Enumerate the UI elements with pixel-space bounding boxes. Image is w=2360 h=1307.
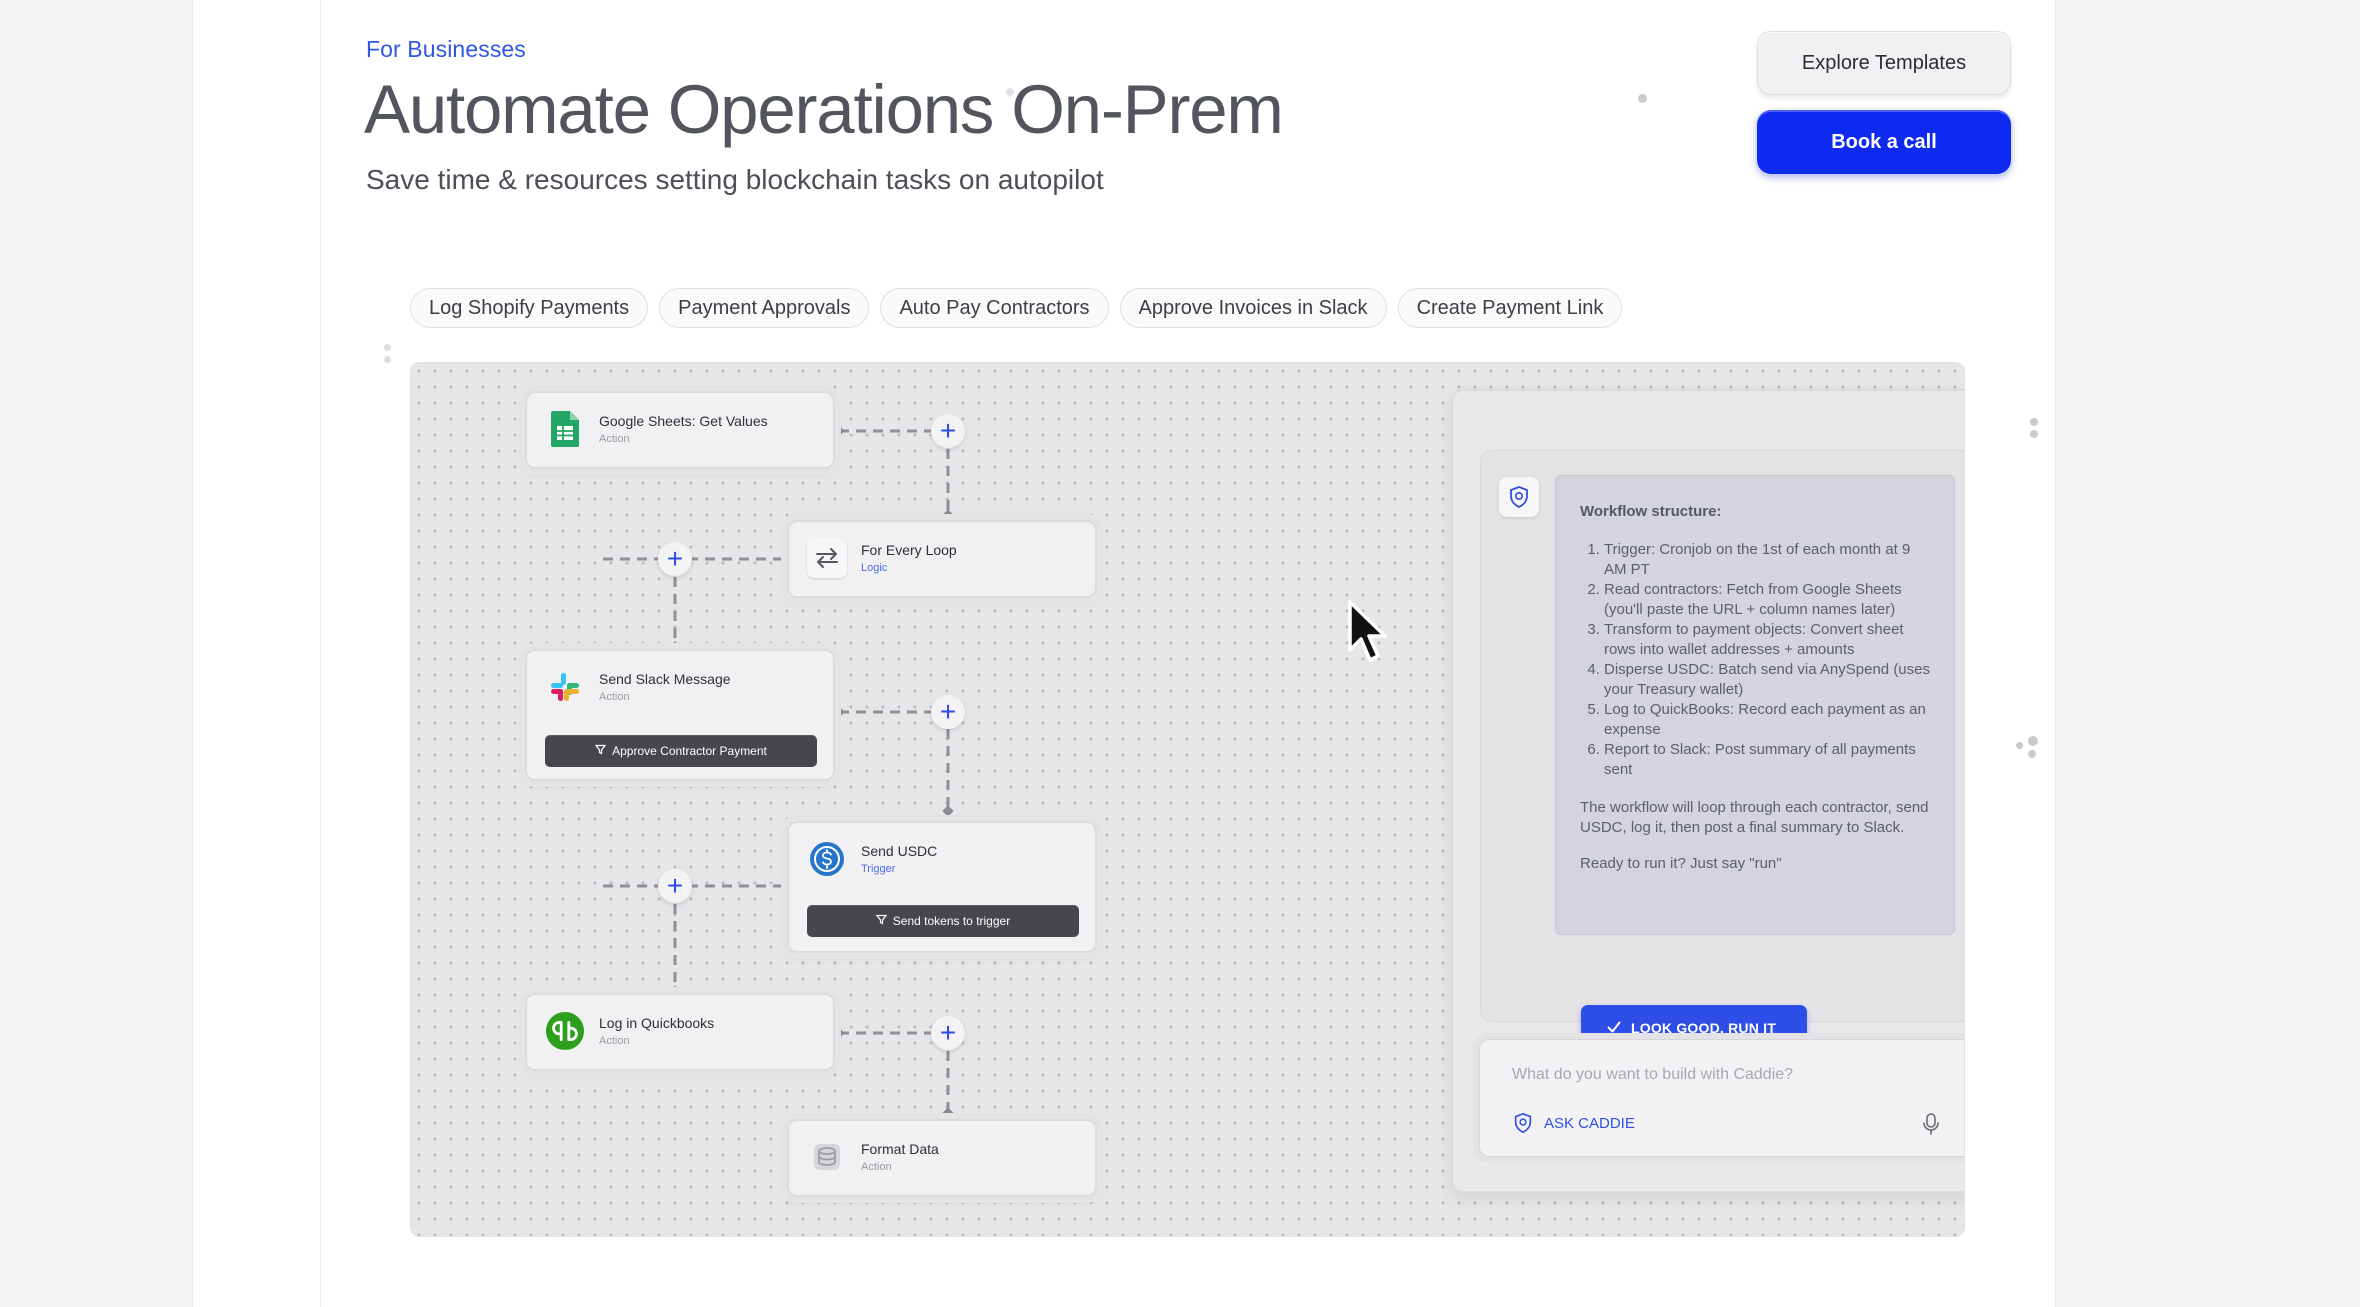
add-step-button[interactable]: + [931,1016,965,1050]
list-item: Trigger: Cronjob on the 1st of each mont… [1604,540,1930,580]
workflow-steps-list: Trigger: Cronjob on the 1st of each mont… [1580,540,1930,780]
workflow-connectors [603,425,954,1119]
decor-dot [2030,418,2038,426]
decor-dot [384,344,391,351]
node-title: Format Data [861,1141,939,1157]
send-tokens-to-trigger-button[interactable]: Send tokens to trigger [807,905,1079,937]
node-format-data[interactable]: Format Data Action [787,1119,1097,1197]
list-item: Report to Slack: Post summary of all pay… [1604,740,1930,780]
check-icon [1607,1020,1621,1036]
node-type: Action [599,1035,630,1047]
microphone-icon[interactable] [1920,1112,1942,1136]
ask-caddie-label: ASK CADDIE [1544,1114,1635,1132]
mouse-cursor-icon [1348,600,1387,662]
page-subtitle: Save time & resources setting blockchain… [366,164,1104,195]
caddie-prompt-input[interactable]: What do you want to build with Caddie? A… [1479,1039,1964,1157]
caddie-chat-panel: Workflow structure: Trigger: Cronjob on … [1451,389,1964,1193]
decor-dot [2028,750,2036,758]
node-type: Action [861,1161,892,1173]
tab-create-payment-link[interactable]: Create Payment Link [1397,288,1623,328]
chat-message: Workflow structure: Trigger: Cronjob on … [1481,451,1964,1051]
add-step-button[interactable]: + [658,869,692,903]
list-item: Read contractors: Fetch from Google Shee… [1604,580,1930,620]
list-item: Transform to payment objects: Convert sh… [1604,620,1930,660]
decor-dot [384,356,391,363]
page-inner-frame [320,0,2056,1307]
node-send-usdc[interactable]: Send USDC Trigger Send tokens to trigger [787,821,1097,953]
list-item: Disperse USDC: Batch send via AnySpend (… [1604,660,1930,700]
node-title: Google Sheets: Get Values [599,413,768,429]
node-title: For Every Loop [861,542,957,558]
eyebrow-label: For Businesses [366,36,526,62]
slack-icon [545,667,585,707]
run-button-label: LOOK GOOD, RUN IT [1631,1020,1776,1036]
decor-dot [1638,94,1647,103]
add-step-button[interactable]: + [931,414,965,448]
chat-prompt: Ready to run it? Just say "run" [1580,855,1782,872]
node-action-label: Approve Contractor Payment [612,744,767,758]
chat-heading: Workflow structure: [1580,503,1722,520]
chat-bubble: Workflow structure: Trigger: Cronjob on … [1555,475,1955,935]
node-title: Send Slack Message [599,671,731,687]
loop-arrows-icon [807,538,847,578]
explore-templates-button[interactable]: Explore Templates [1757,31,2011,95]
filter-icon [875,914,888,928]
filter-icon [594,744,607,758]
node-type: Trigger [861,863,896,875]
node-type: Action [599,433,630,445]
node-for-every-loop[interactable]: For Every Loop Logic [787,520,1097,598]
approve-contractor-payment-button[interactable]: Approve Contractor Payment [545,735,817,767]
decor-dot [2028,736,2038,746]
book-call-button[interactable]: Book a call [1757,110,2011,174]
workflow-canvas[interactable]: Google Sheets: Get Values Action For Eve… [410,362,1965,1237]
prompt-placeholder: What do you want to build with Caddie? [1512,1066,1794,1083]
tab-approve-invoices-slack[interactable]: Approve Invoices in Slack [1119,288,1387,328]
add-step-button[interactable]: + [931,695,965,729]
add-step-button[interactable]: + [658,542,692,576]
caddie-avatar [1499,477,1539,517]
node-send-slack-message[interactable]: Send Slack Message Action Approve Contra… [525,649,835,781]
quickbooks-icon [545,1011,585,1051]
node-log-in-quickbooks[interactable]: Log in Quickbooks Action [525,993,835,1071]
caddie-shield-icon [1514,1112,1532,1134]
caddie-shield-icon [1510,486,1528,508]
ask-caddie-button[interactable]: ASK CADDIE [1512,1112,1635,1134]
usdc-icon [807,839,847,879]
chat-summary: The workflow will loop through each cont… [1580,799,1929,836]
tab-payment-approvals[interactable]: Payment Approvals [659,288,870,328]
node-title: Send USDC [861,843,938,859]
list-item: Log to QuickBooks: Record each payment a… [1604,700,1930,740]
node-title: Log in Quickbooks [599,1015,715,1031]
node-type: Logic [861,562,888,574]
tab-auto-pay-contractors[interactable]: Auto Pay Contractors [880,288,1109,328]
format-data-icon [807,1137,847,1177]
node-action-label: Send tokens to trigger [892,914,1011,928]
decor-dot [2030,430,2038,438]
node-type: Action [599,691,630,703]
decor-dot [2016,742,2023,749]
node-google-sheets[interactable]: Google Sheets: Get Values Action [525,391,835,469]
use-case-tabs: Log Shopify Payments Payment Approvals A… [410,288,1623,328]
google-sheets-icon [545,409,585,449]
tab-log-shopify-payments[interactable]: Log Shopify Payments [410,288,649,328]
decor-dot [1006,88,1014,96]
page-title: Automate Operations On-Prem [364,71,1284,148]
